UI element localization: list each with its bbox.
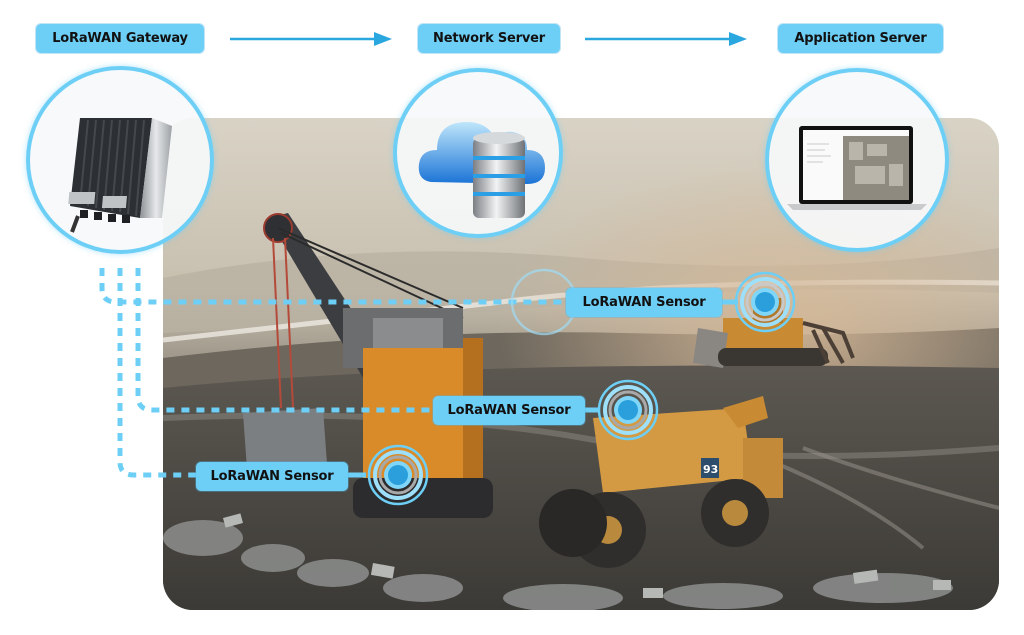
- arrow-right-icon: [230, 32, 392, 46]
- sensor-beacon-icon[interactable]: [734, 271, 796, 333]
- sensor-label-bulldozer: LoRaWAN Sensor: [566, 288, 722, 317]
- bulldozer: [693, 298, 855, 368]
- laptop-map-icon: [787, 126, 927, 210]
- gateway-label: LoRaWAN Gateway: [36, 24, 204, 53]
- application-server-label: Application Server: [778, 24, 943, 53]
- dump-truck: 93: [539, 396, 783, 568]
- gateway-device-icon: [68, 118, 172, 233]
- truck-number: 93: [703, 463, 718, 476]
- sensor-label-dump-truck: LoRaWAN Sensor: [433, 396, 585, 425]
- sensor-label-excavator: LoRaWAN Sensor: [196, 462, 348, 491]
- network-server-circle: [393, 68, 563, 238]
- sensor-beacon-icon[interactable]: [597, 379, 659, 441]
- cloud-database-icon: [418, 122, 545, 218]
- network-server-label: Network Server: [418, 24, 560, 53]
- sensor-beacon-icon[interactable]: [367, 444, 429, 506]
- gateway-circle: [26, 66, 214, 254]
- application-server-circle: [765, 68, 949, 252]
- arrow-right-icon: [585, 32, 747, 46]
